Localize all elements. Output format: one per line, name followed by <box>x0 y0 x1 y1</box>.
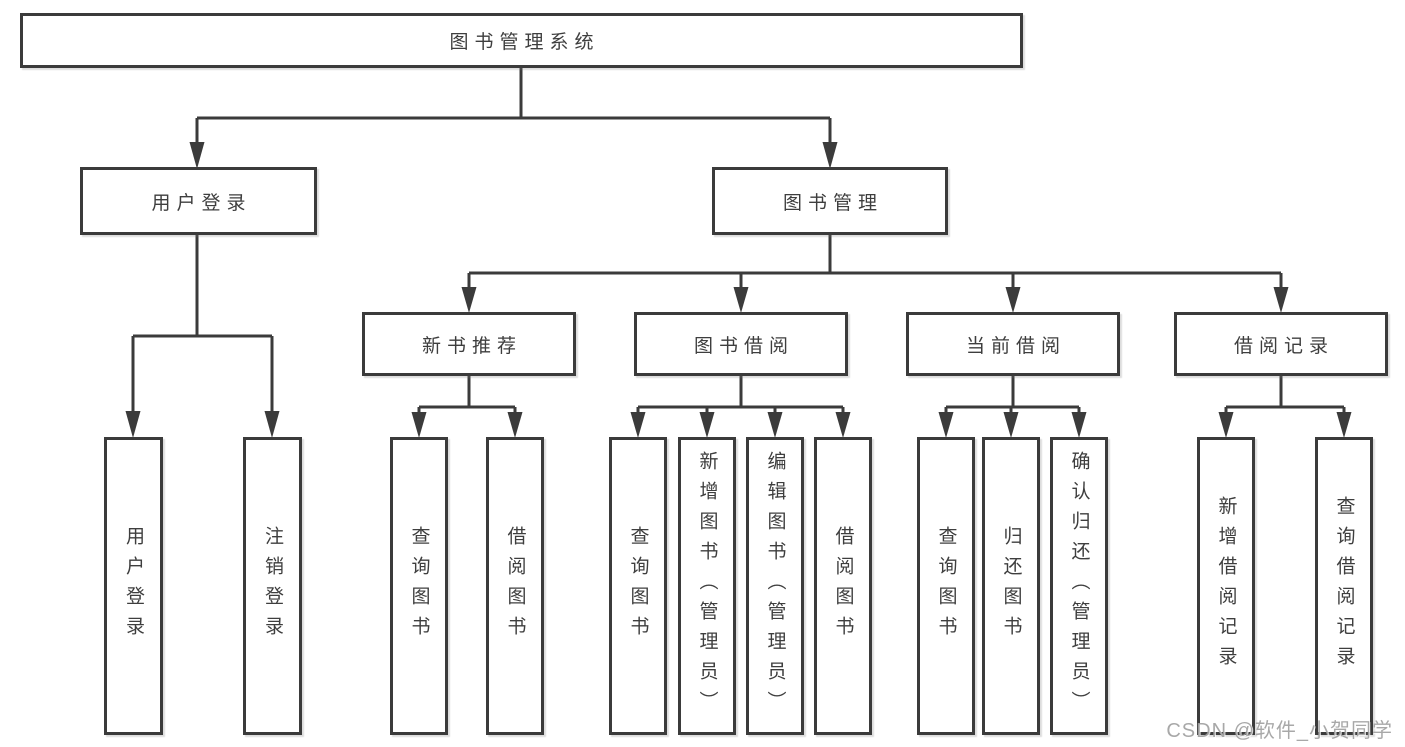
node-label: 确认归还（管理员） <box>1068 451 1090 721</box>
node-label: 当前借阅 <box>965 335 1066 357</box>
leaf-query-books-current: 查询图书 <box>917 437 975 735</box>
node-label: 借阅图书 <box>504 526 526 646</box>
node-new-book-recommendation: 新书推荐 <box>362 312 576 376</box>
leaf-borrow-books-recommend: 借阅图书 <box>486 437 544 735</box>
node-label: 新书推荐 <box>421 335 522 357</box>
leaf-confirm-return-admin: 确认归还（管理员） <box>1050 437 1108 735</box>
node-label: 查询图书 <box>935 526 957 646</box>
node-borrowing-records: 借阅记录 <box>1174 312 1388 376</box>
node-current-borrowing: 当前借阅 <box>906 312 1120 376</box>
leaf-add-borrow-record: 新增借阅记录 <box>1197 437 1255 735</box>
node-label: 新增借阅记录 <box>1215 496 1237 676</box>
node-label: 注销登录 <box>262 526 283 646</box>
node-label: 图书借阅 <box>693 335 794 357</box>
node-user-login: 用户登录 <box>80 167 317 235</box>
node-book-management: 图书管理 <box>712 167 948 235</box>
node-label: 借阅图书 <box>832 526 854 646</box>
leaf-borrow-books: 借阅图书 <box>814 437 872 735</box>
node-label: 图书管理系统 <box>449 32 600 53</box>
leaf-add-books-admin: 新增图书（管理员） <box>678 437 736 735</box>
node-label: 查询图书 <box>627 526 649 646</box>
node-label: 用户登录 <box>123 526 144 646</box>
node-label: 归还图书 <box>1000 526 1022 646</box>
leaf-user-login: 用户登录 <box>104 437 163 735</box>
node-library-management-system: 图书管理系统 <box>20 13 1023 68</box>
node-label: 图书管理 <box>782 192 883 214</box>
leaf-logout: 注销登录 <box>243 437 302 735</box>
node-label: 查询图书 <box>408 526 430 646</box>
node-book-borrowing: 图书借阅 <box>634 312 848 376</box>
leaf-query-borrow-record: 查询借阅记录 <box>1315 437 1373 735</box>
leaf-return-books: 归还图书 <box>982 437 1040 735</box>
leaf-query-books-borrow: 查询图书 <box>609 437 667 735</box>
node-label: 新增图书（管理员） <box>696 451 718 721</box>
leaf-query-books-recommend: 查询图书 <box>390 437 448 735</box>
node-label: 查询借阅记录 <box>1333 496 1355 676</box>
csdn-watermark: CSDN @软件_小贺同学 <box>1166 720 1393 742</box>
node-label: 用户登录 <box>151 192 252 214</box>
node-label: 借阅记录 <box>1233 335 1334 357</box>
node-label: 编辑图书（管理员） <box>764 451 786 721</box>
leaf-edit-books-admin: 编辑图书（管理员） <box>746 437 804 735</box>
